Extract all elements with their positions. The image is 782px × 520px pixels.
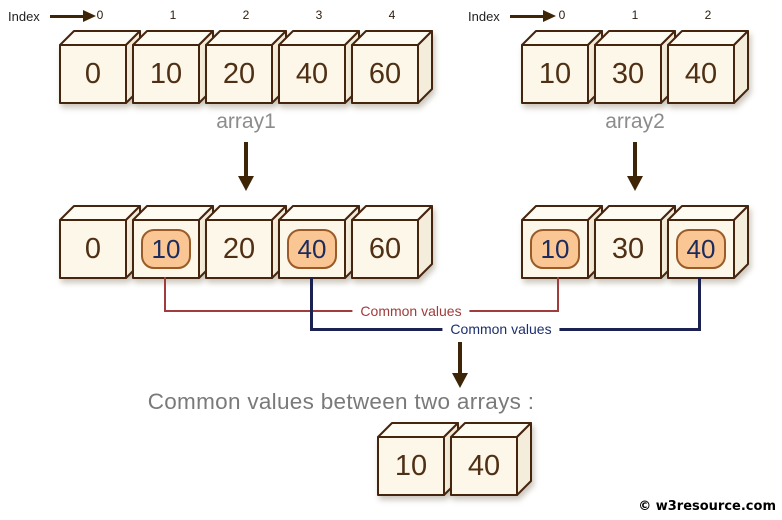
red-connector-left-stem [164,277,166,312]
index-number: 4 [388,8,396,22]
cell-value: 40 [295,57,329,90]
arrow-head [452,373,468,388]
array-cell: 20 [204,204,288,280]
arrow-shaft [633,142,637,177]
navy-connector-right-stem [698,277,701,331]
array-cell: 10 [520,29,604,105]
arrow-head [238,176,254,191]
cell-value: 10 [149,57,183,90]
index-number: 0 [558,8,566,22]
red-connector-label: Common values [352,303,470,319]
array2-label: array2 [605,110,665,133]
arrow-shaft [50,15,84,18]
array-cell: 10 [376,421,460,497]
array-cell: 60 [350,29,434,105]
index-number: 3 [315,8,323,22]
arrow-head [627,176,643,191]
index-label-array1: Index [8,9,40,24]
array-cell-highlighted: 40 [666,204,750,280]
result-heading: Common values between two arrays : [147,389,535,414]
array1-label: array1 [216,110,276,133]
arrow-shaft [458,342,462,374]
array-cell: 0 [58,29,142,105]
cell-value: 30 [611,232,645,265]
navy-connector-label: Common values [442,321,560,337]
cube-faces [667,205,749,279]
array-cell: 0 [58,204,142,280]
cell-value: 40 [686,233,716,264]
array-cell: 40 [277,29,361,105]
index-number: 2 [242,8,250,22]
cell-value: 10 [151,233,181,264]
red-connector-right-stem [557,277,559,312]
cube-faces [351,205,433,279]
cell-value: 0 [84,57,102,90]
array-cell-highlighted: 10 [520,204,604,280]
array-cell: 60 [350,204,434,280]
cell-value: 30 [611,57,645,90]
arrow-shaft [510,15,544,18]
array-cell: 40 [449,421,533,497]
cell-value: 0 [84,232,102,265]
arrow-head [543,9,556,22]
index-number: 1 [631,8,639,22]
cell-value: 40 [467,449,501,482]
array-cell-highlighted: 40 [277,204,361,280]
array-cell-highlighted: 10 [131,204,215,280]
index-number: 2 [704,8,712,22]
cube-faces [351,30,433,104]
array-cell: 10 [131,29,215,105]
cell-value: 20 [222,232,256,265]
cell-value: 10 [394,449,428,482]
cell-value: 10 [540,233,570,264]
array-cell: 30 [593,204,677,280]
array-cell: 20 [204,29,288,105]
array-cell: 40 [666,29,750,105]
cube-faces [450,422,532,496]
arrow-shaft [244,142,248,177]
cell-value: 40 [297,233,327,264]
index-number: 1 [169,8,177,22]
array-cell: 30 [593,29,677,105]
cube-faces [59,205,141,279]
cell-value: 60 [368,232,402,265]
cell-value: 40 [684,57,718,90]
cube-faces [132,205,214,279]
arrow-head [83,9,96,22]
cell-value: 20 [222,57,256,90]
navy-connector-left-stem [310,277,313,331]
watermark: © w3resource.com [638,499,776,514]
cell-value: 10 [538,57,572,90]
index-number: 0 [96,8,104,22]
cube-faces [667,30,749,104]
index-label-array2: Index [468,9,500,24]
cell-value: 60 [368,57,402,90]
